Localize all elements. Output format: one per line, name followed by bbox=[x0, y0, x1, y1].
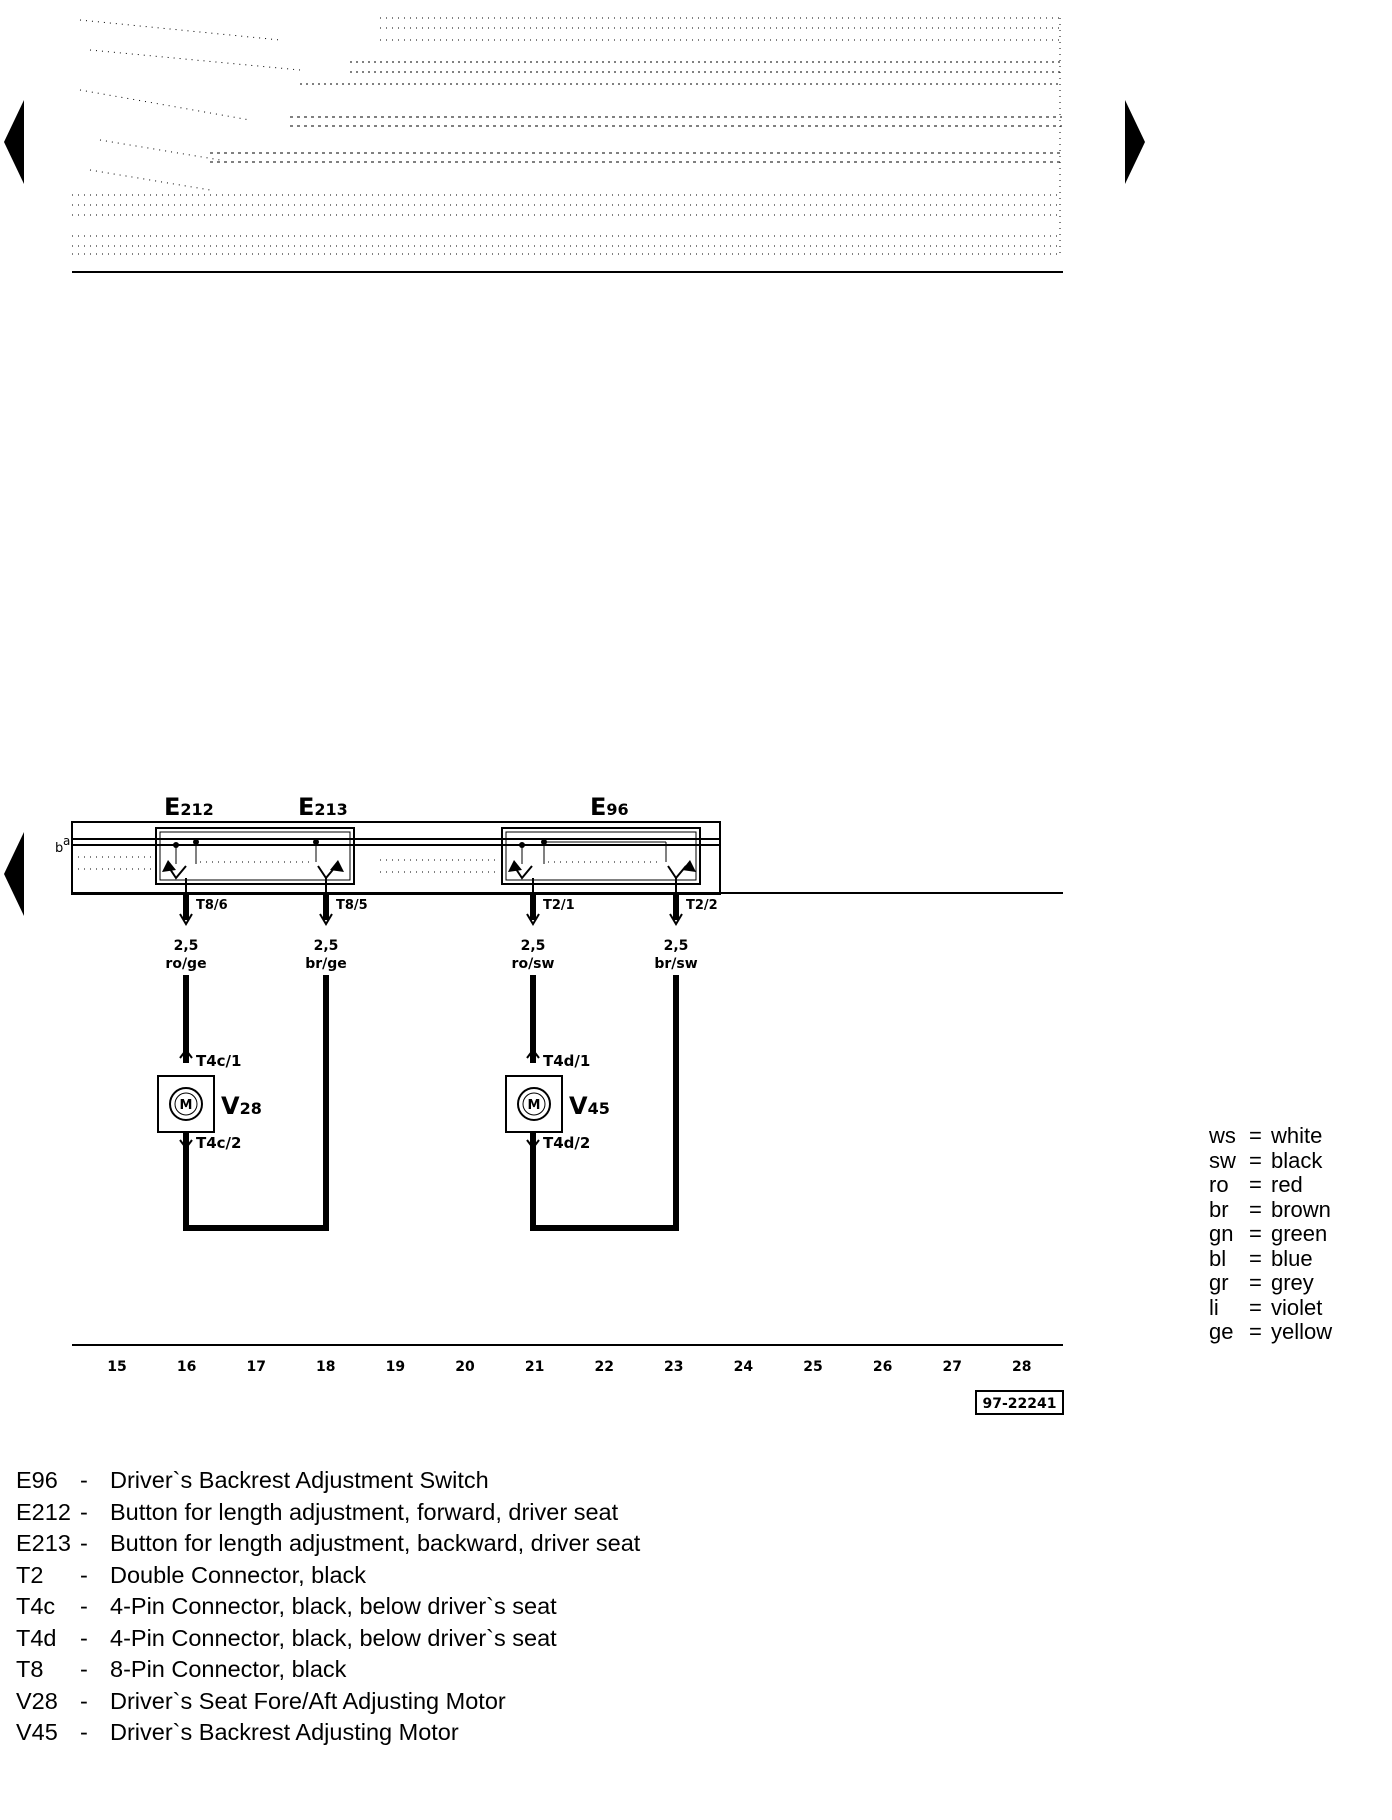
track-number: 23 bbox=[664, 1359, 683, 1375]
terminal-t4d-1: T4d/1 bbox=[543, 1052, 590, 1070]
legend-row: ro=red bbox=[1209, 1172, 1303, 1197]
key-row: T8-8-Pin Connector, black bbox=[16, 1656, 347, 1682]
track-number: 16 bbox=[177, 1359, 196, 1375]
legend-row: bl=blue bbox=[1209, 1245, 1313, 1271]
wire-color: br/sw bbox=[654, 956, 697, 972]
track-number: 25 bbox=[803, 1359, 822, 1375]
track-number: 24 bbox=[734, 1359, 754, 1375]
key-row: V28-Driver`s Seat Fore/Aft Adjusting Mot… bbox=[16, 1687, 506, 1714]
track-number: 26 bbox=[873, 1359, 892, 1375]
track-number: 27 bbox=[942, 1359, 961, 1375]
terminal-t4c-1: T4c/1 bbox=[196, 1052, 241, 1070]
wire-t8-6 bbox=[179, 878, 193, 1228]
key-row: E96-Driver`s Backrest Adjustment Switch bbox=[16, 1467, 489, 1493]
legend-row: sw=black bbox=[1209, 1147, 1323, 1173]
legend-row: ge=yellow bbox=[1209, 1319, 1333, 1344]
legend-row: li=violet bbox=[1209, 1294, 1323, 1320]
label-e213: E213 bbox=[298, 793, 348, 821]
terminal-t8-6: T8/6 bbox=[196, 898, 228, 913]
switch-housing bbox=[71, 821, 721, 895]
dotted-band bbox=[72, 12, 1062, 262]
key-row: V45-Driver`s Backrest Adjusting Motor bbox=[16, 1719, 459, 1745]
label-v45: V45 bbox=[569, 1092, 610, 1120]
terminal-t4c-2: T4c/2 bbox=[196, 1134, 241, 1152]
key-row: E213-Button for length adjustment, backw… bbox=[16, 1530, 641, 1556]
busbar-label-b: b bbox=[55, 841, 63, 856]
track-number: 21 bbox=[525, 1359, 544, 1375]
motor-m-symbol: M bbox=[528, 1098, 541, 1113]
wire-t8-5 bbox=[183, 878, 333, 1231]
legend-row: ws=white bbox=[1209, 1123, 1323, 1148]
legend-row: br=brown bbox=[1209, 1196, 1331, 1222]
label-e212: E212 bbox=[164, 793, 214, 821]
track-number: 19 bbox=[386, 1359, 405, 1375]
diagram-number: 97-22241 bbox=[983, 1396, 1057, 1412]
terminal-t4d-2: T4d/2 bbox=[543, 1134, 590, 1152]
label-v28: V28 bbox=[221, 1092, 262, 1120]
wire-size: 2,5 bbox=[174, 938, 199, 954]
key-row: T4c-4-Pin Connector, black, below driver… bbox=[16, 1593, 557, 1619]
wire-color: br/ge bbox=[305, 956, 347, 972]
current-track-numbers: 15 16 17 18 19 20 21 22 23 24 25 26 27 28 bbox=[107, 1359, 1031, 1375]
wire-color: ro/sw bbox=[512, 956, 555, 972]
track-number: 28 bbox=[1012, 1359, 1031, 1375]
switch-block-e96 bbox=[501, 827, 701, 885]
legend-row: gr=grey bbox=[1209, 1270, 1314, 1295]
terminal-t2-2: T2/2 bbox=[686, 898, 718, 913]
key-row: T2-Double Connector, black bbox=[16, 1561, 367, 1588]
motor-v45: M bbox=[505, 1075, 563, 1133]
wiring-diagram: a b E212 E213 E96 bbox=[55, 12, 1064, 1415]
wire-size: 2,5 bbox=[664, 938, 689, 954]
motor-v28: M bbox=[157, 1075, 215, 1133]
wire-color: ro/ge bbox=[165, 956, 206, 972]
terminal-t8-5: T8/5 bbox=[336, 898, 368, 913]
component-key: E96-Driver`s Backrest Adjustment Switch … bbox=[16, 1465, 650, 1749]
wire-size: 2,5 bbox=[521, 938, 546, 954]
triangle-right-icon[interactable] bbox=[1125, 100, 1145, 184]
wire-t2-1 bbox=[526, 878, 540, 1228]
label-e96: E96 bbox=[590, 793, 629, 821]
color-legend: ws=white sw=black ro=red br=brown gn=gre… bbox=[1209, 1123, 1333, 1345]
triangle-left-icon[interactable] bbox=[4, 832, 24, 916]
terminal-t2-1: T2/1 bbox=[543, 898, 575, 913]
track-number: 18 bbox=[316, 1359, 335, 1375]
triangle-left-icon[interactable] bbox=[4, 100, 24, 184]
key-row: T4d-4-Pin Connector, black, below driver… bbox=[16, 1624, 557, 1651]
track-number: 22 bbox=[594, 1359, 613, 1375]
track-number: 15 bbox=[107, 1359, 126, 1375]
motor-m-symbol: M bbox=[180, 1098, 193, 1113]
key-row: E212-Button for length adjustment, forwa… bbox=[16, 1498, 619, 1525]
switch-block-e212-e213 bbox=[155, 827, 355, 885]
wire-t2-2 bbox=[530, 878, 683, 1231]
diagram-number-box bbox=[975, 1390, 1064, 1415]
busbar-label-a: a bbox=[63, 834, 70, 848]
track-number: 17 bbox=[246, 1359, 265, 1375]
track-number: 20 bbox=[455, 1359, 475, 1375]
wire-size: 2,5 bbox=[314, 938, 339, 954]
legend-row: gn=green bbox=[1209, 1221, 1328, 1246]
